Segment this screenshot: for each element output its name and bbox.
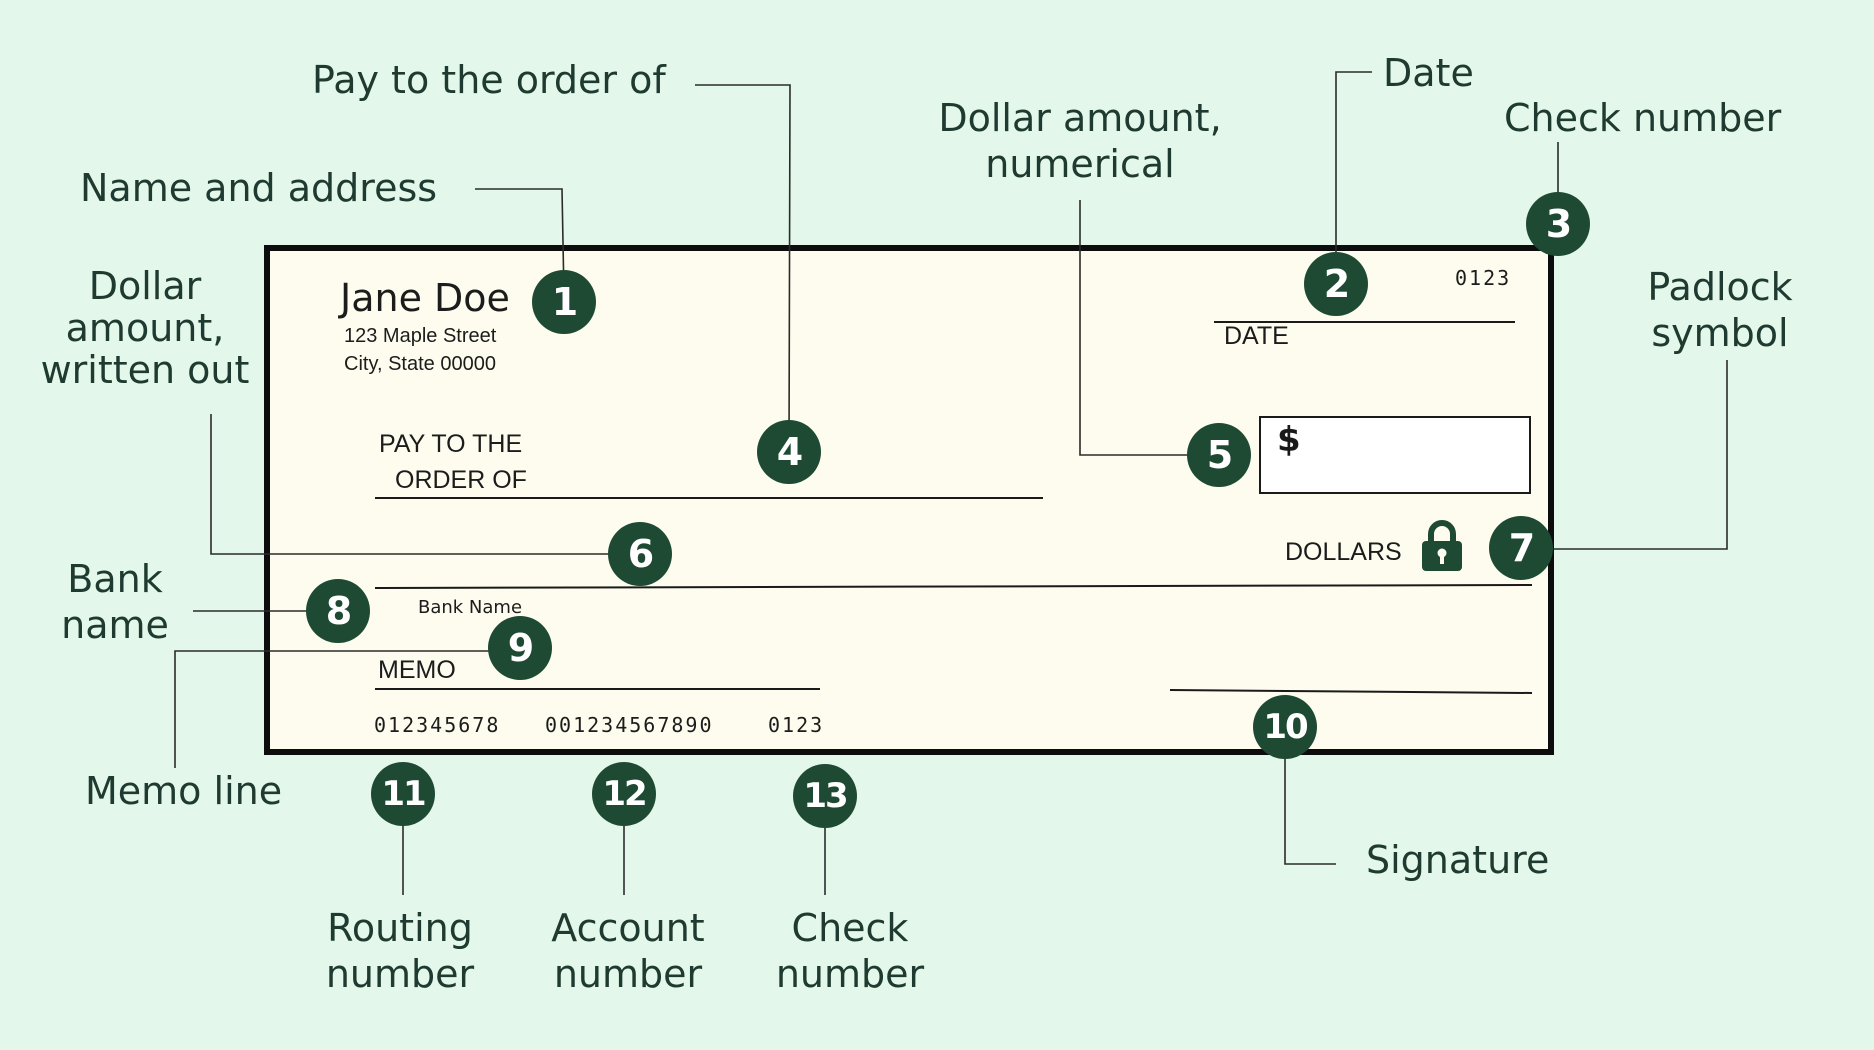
address-line-1: 123 Maple Street (344, 325, 497, 347)
padlock-icon (1422, 520, 1462, 571)
check-number-top: 0123 (1455, 266, 1512, 290)
label-name-address: Name and address (80, 166, 438, 210)
dollars-label: DOLLARS (1285, 538, 1402, 566)
badge-2: 2 (1304, 252, 1368, 316)
micr-check-number: 0123 (768, 713, 825, 737)
label-bank-name: Bank name (61, 557, 169, 647)
leader-memo (174, 650, 493, 768)
routing-number: 012345678 (374, 713, 501, 737)
badge-6: 6 (608, 522, 672, 586)
written-amount-line (374, 584, 1533, 589)
label-date: Date (1383, 51, 1474, 95)
leader-signature (1284, 758, 1336, 865)
pay-to-label-2: ORDER OF (395, 466, 527, 494)
badge-5: 5 (1187, 423, 1251, 487)
date-label: DATE (1224, 322, 1289, 350)
leader-pay-order (695, 84, 791, 451)
bank-name: Bank Name (418, 597, 523, 618)
label-padlock: Padlock symbol (1647, 265, 1793, 355)
leader-date (1335, 71, 1372, 284)
label-dollar-written: Dollar amount, written out (40, 264, 250, 392)
account-number: 001234567890 (545, 713, 714, 737)
address-line-2: City, State 00000 (344, 353, 496, 375)
label-dollar-numerical: Dollar amount, numerical (938, 96, 1222, 186)
badge-4: 4 (757, 420, 821, 484)
memo-label: MEMO (378, 656, 456, 684)
numerical-amount-box: $ (1259, 416, 1531, 494)
badge-8: 8 (306, 579, 370, 643)
label-check-number-top: Check number (1504, 96, 1782, 140)
pay-to-label-1: PAY TO THE (379, 430, 523, 458)
leader-name-address (475, 188, 565, 297)
label-routing: Routing number (325, 906, 475, 996)
label-check-number-bottom: Check number (775, 906, 925, 996)
label-signature: Signature (1366, 838, 1550, 882)
badge-3: 3 (1526, 192, 1590, 256)
badge-10: 10 (1253, 695, 1317, 759)
badge-1: 1 (532, 270, 596, 334)
badge-12: 12 (592, 762, 656, 826)
badge-9: 9 (488, 616, 552, 680)
badge-7: 7 (1489, 516, 1553, 580)
leader-dollar-numerical (1079, 200, 1192, 456)
account-holder-name: Jane Doe (340, 276, 510, 320)
leader-padlock (1550, 360, 1728, 550)
badge-11: 11 (371, 762, 435, 826)
badge-13: 13 (793, 764, 857, 828)
label-memo-line: Memo line (85, 769, 283, 813)
label-pay-order: Pay to the order of (312, 58, 666, 102)
signature-line (1169, 689, 1533, 694)
label-account: Account number (551, 906, 705, 996)
dollar-sign: $ (1277, 420, 1301, 460)
leader-dollar-written (210, 414, 610, 555)
check (264, 245, 1554, 755)
